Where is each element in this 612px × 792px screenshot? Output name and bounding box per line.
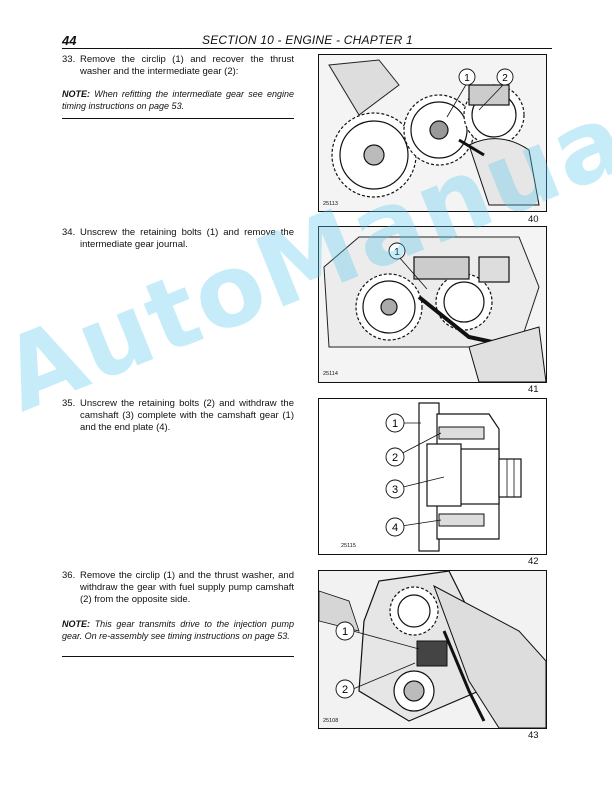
callout-number: 1 bbox=[464, 73, 470, 84]
figure-42-illustration: 1 2 3 4 25115 bbox=[318, 398, 547, 555]
gear-journal-drawing: 1 bbox=[319, 227, 546, 382]
callout-circle bbox=[335, 679, 355, 699]
step-text: Unscrew the retaining bolts (1) and remo… bbox=[80, 227, 294, 250]
figure-43-illustration: 1 2 25108 bbox=[318, 570, 547, 729]
step-number: 33. bbox=[62, 54, 76, 65]
note-label: NOTE: bbox=[62, 619, 90, 629]
step-34: 34. Unscrew the retaining bolts (1) and … bbox=[62, 227, 294, 251]
section-title: SECTION 10 - ENGINE - CHAPTER 1 bbox=[202, 33, 413, 47]
callout-circle bbox=[335, 621, 355, 641]
figure-code: 25108 bbox=[323, 718, 339, 724]
step-number: 35. bbox=[62, 398, 76, 409]
note-text: This gear transmits drive to the injecti… bbox=[62, 619, 294, 641]
note-label: NOTE: bbox=[62, 89, 90, 99]
figure-code: 25113 bbox=[323, 201, 338, 207]
note-divider bbox=[62, 118, 294, 119]
callout-number: 1 bbox=[394, 247, 400, 258]
step-number: 34. bbox=[62, 227, 76, 238]
step-35: 35. Unscrew the retaining bolts (2) and … bbox=[62, 398, 294, 434]
pump-gear-drawing: 1 2 bbox=[319, 571, 546, 728]
figure-40-illustration: 1 2 25113 bbox=[318, 54, 547, 212]
callout-circle bbox=[496, 68, 514, 86]
figure-code: 25115 bbox=[341, 543, 356, 549]
note-text: When refitting the intermediate gear see… bbox=[62, 89, 294, 111]
callout-circle bbox=[458, 68, 476, 86]
header-divider bbox=[62, 48, 552, 49]
note-33: NOTE: When refitting the intermediate ge… bbox=[62, 88, 294, 112]
callout-number: 3 bbox=[392, 484, 398, 496]
figure-41-illustration: 1 25114 bbox=[318, 226, 547, 383]
callout-number: 2 bbox=[502, 73, 508, 84]
callout-circle bbox=[385, 413, 405, 433]
note-36: NOTE: This gear transmits drive to the i… bbox=[62, 618, 294, 642]
step-text: Remove the circlip (1) and the thrust wa… bbox=[80, 570, 294, 605]
callout-number: 4 bbox=[392, 522, 398, 534]
figure-code: 25114 bbox=[323, 371, 338, 377]
callout-number: 1 bbox=[342, 626, 348, 638]
camshaft-section-drawing: 1 2 3 4 bbox=[319, 399, 546, 554]
callout-circle bbox=[385, 479, 405, 499]
page-header: 44 SECTION 10 - ENGINE - CHAPTER 1 bbox=[62, 33, 552, 49]
figure-number: 40 bbox=[528, 214, 539, 225]
step-33: 33. Remove the circlip (1) and recover t… bbox=[62, 54, 294, 78]
callout-number: 1 bbox=[392, 418, 398, 430]
gear-train-drawing: 1 2 bbox=[319, 55, 546, 211]
step-text: Remove the circlip (1) and recover the t… bbox=[80, 54, 294, 77]
step-36: 36. Remove the circlip (1) and the thrus… bbox=[62, 570, 294, 606]
callout-number: 2 bbox=[392, 452, 398, 464]
figure-number: 42 bbox=[528, 556, 539, 567]
callout-circle bbox=[385, 447, 405, 467]
callout-circle bbox=[388, 242, 406, 260]
figure-number: 43 bbox=[528, 730, 539, 741]
note-divider bbox=[62, 656, 294, 657]
figure-number: 41 bbox=[528, 384, 539, 395]
step-text: Unscrew the retaining bolts (2) and with… bbox=[80, 398, 294, 433]
page-number: 44 bbox=[62, 33, 77, 48]
step-number: 36. bbox=[62, 570, 76, 581]
callout-number: 2 bbox=[342, 684, 348, 696]
callout-circle bbox=[385, 517, 405, 537]
